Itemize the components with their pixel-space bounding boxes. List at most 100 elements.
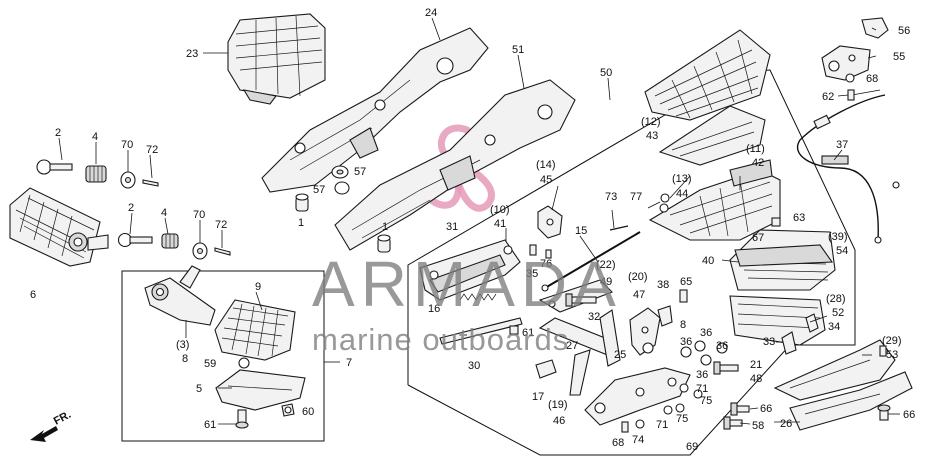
assembly-frame-50 bbox=[407, 69, 856, 456]
callout-55: 55 bbox=[893, 51, 905, 63]
knob-2-top bbox=[36, 159, 52, 175]
callout-71: 71 bbox=[656, 419, 668, 431]
spring-16 bbox=[459, 293, 497, 301]
switch-55 bbox=[821, 45, 871, 81]
callout-61: 61 bbox=[522, 327, 534, 339]
footrest-6 bbox=[9, 187, 109, 267]
bracket-49 bbox=[538, 279, 613, 313]
callout-1: 1 bbox=[382, 221, 388, 233]
clip-63 bbox=[771, 217, 781, 227]
footrest-lower-group bbox=[117, 232, 306, 429]
callout-50: 50 bbox=[600, 67, 612, 79]
callout-43: 43 bbox=[646, 130, 658, 142]
callout-27: 27 bbox=[566, 340, 578, 352]
callout-62: 62 bbox=[822, 91, 834, 103]
callout-72: 72 bbox=[215, 219, 227, 231]
bolt-65 bbox=[679, 289, 688, 303]
callout-66: 66 bbox=[903, 409, 915, 421]
step-bracket-8 bbox=[144, 265, 216, 326]
nut-36-c bbox=[716, 342, 728, 354]
callout-21: 21 bbox=[750, 359, 762, 371]
callout-52: 52 bbox=[832, 307, 844, 319]
clip-34 bbox=[805, 313, 819, 333]
bolt-66-a bbox=[730, 402, 750, 416]
callout-36: 36 bbox=[696, 369, 708, 381]
callout-35: 35 bbox=[526, 268, 538, 280]
callout-25: 25 bbox=[614, 349, 626, 361]
bolt-62 bbox=[847, 89, 855, 101]
pin-72-top bbox=[142, 179, 159, 187]
step-cover-5 bbox=[215, 369, 306, 411]
switch-cable-group bbox=[797, 17, 900, 244]
callout-36: 36 bbox=[700, 327, 712, 339]
callout-37: 37 bbox=[836, 139, 848, 151]
washer-68-top bbox=[845, 73, 855, 83]
callout-36: 36 bbox=[680, 336, 692, 348]
top-center-group bbox=[227, 13, 576, 253]
bracket-33 bbox=[781, 331, 797, 355]
callout-17: 17 bbox=[532, 391, 544, 403]
callout-12: (12) bbox=[641, 116, 661, 128]
callout-labels: 2 4 70 72 6 2 4 70 72 23 24 51 50 57 57 … bbox=[30, 7, 915, 453]
bolt-44 bbox=[660, 193, 670, 203]
callout-9: 9 bbox=[255, 281, 261, 293]
callout-7: 7 bbox=[346, 357, 352, 369]
callout-53: 53 bbox=[886, 349, 898, 361]
callout-49: 49 bbox=[600, 276, 612, 288]
front-label: FR. bbox=[52, 409, 73, 428]
callout-6: 6 bbox=[30, 289, 36, 301]
nut-61-right bbox=[509, 325, 519, 335]
callout-2: 2 bbox=[55, 127, 61, 139]
callout-11: (11) bbox=[746, 143, 765, 155]
floor-mat-top bbox=[644, 29, 771, 121]
pin-17 bbox=[535, 359, 557, 379]
callout-44: 44 bbox=[676, 188, 688, 200]
nut-36-b bbox=[700, 354, 712, 366]
cap-56 bbox=[861, 17, 889, 39]
bracket-47 bbox=[629, 307, 661, 356]
callout-73: 73 bbox=[605, 191, 617, 203]
bracket-41 bbox=[419, 239, 521, 301]
callout-26: 26 bbox=[780, 418, 792, 430]
bolt-68-bottom bbox=[621, 421, 629, 433]
bolt-61-left bbox=[235, 409, 249, 429]
collar-1-a bbox=[295, 193, 309, 212]
callout-42: 42 bbox=[752, 157, 764, 169]
callout-8: 8 bbox=[182, 353, 188, 365]
callout-47: 47 bbox=[633, 289, 645, 301]
callout-61: 61 bbox=[204, 419, 216, 431]
callout-58: 58 bbox=[752, 420, 764, 432]
callout-48: 48 bbox=[750, 373, 762, 385]
callout-70: 70 bbox=[193, 209, 205, 221]
bolt-76 bbox=[545, 249, 552, 259]
callout-14: (14) bbox=[536, 159, 556, 171]
assembly-frames bbox=[121, 69, 856, 456]
floor-panel-42 bbox=[648, 159, 781, 241]
link-46 bbox=[584, 367, 691, 426]
step-pad-9 bbox=[214, 299, 296, 361]
callout-3: (3) bbox=[176, 339, 189, 351]
callout-57: 57 bbox=[313, 184, 325, 196]
callout-71: 71 bbox=[696, 383, 708, 395]
washer-75-b bbox=[675, 403, 685, 413]
callout-39: (39) bbox=[828, 231, 848, 243]
watermark-brand: ARMADA bbox=[312, 248, 622, 320]
grommet-57-b bbox=[334, 181, 350, 195]
callout-10: (10) bbox=[490, 204, 510, 216]
side-skirt-26 bbox=[789, 371, 913, 431]
callout-46: 46 bbox=[553, 415, 565, 427]
callout-56: 56 bbox=[898, 25, 910, 37]
callout-5: 5 bbox=[196, 383, 202, 395]
callout-4: 4 bbox=[161, 207, 167, 219]
callout-70: 70 bbox=[121, 139, 133, 151]
callout-32: 32 bbox=[588, 311, 600, 323]
washer-74 bbox=[635, 419, 645, 429]
washer-71-b bbox=[663, 405, 673, 415]
callout-15: 15 bbox=[575, 225, 587, 237]
leader-lines bbox=[58, 17, 900, 425]
front-direction-marker: FR. bbox=[30, 409, 73, 442]
nut-36-a bbox=[680, 346, 692, 358]
callout-75: 75 bbox=[676, 413, 688, 425]
side-cover-24 bbox=[261, 27, 489, 193]
